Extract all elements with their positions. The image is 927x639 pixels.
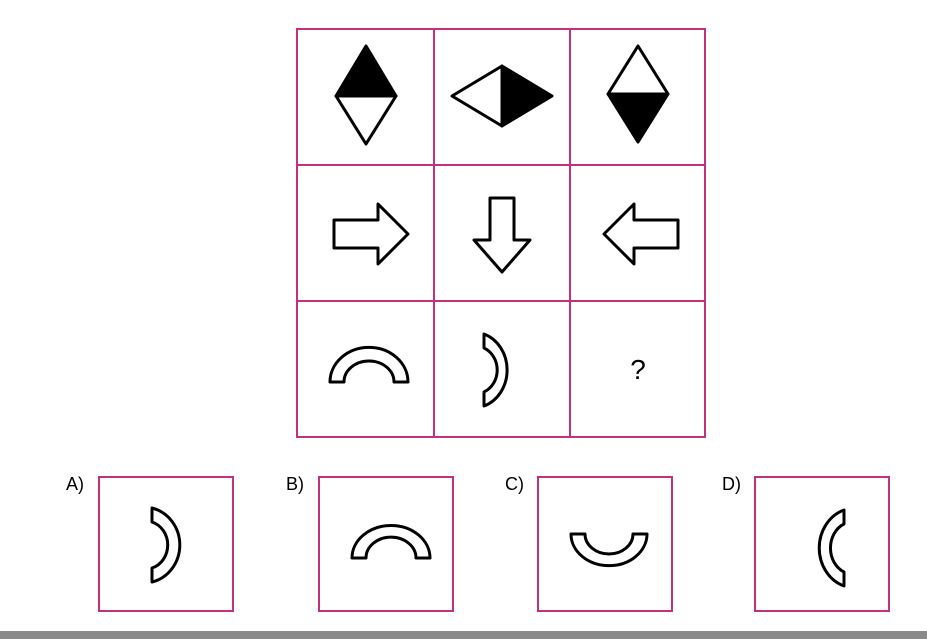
- grid-cell-r1c3: [570, 30, 706, 166]
- half-ring-right-icon: [150, 506, 182, 584]
- half-ring-left-icon: [817, 508, 846, 588]
- option-b-box[interactable]: [318, 476, 454, 612]
- question-mark: ?: [630, 354, 646, 385]
- grid-divider: [298, 300, 704, 302]
- grid-cell-r2c2: [434, 166, 570, 302]
- grid-divider: [569, 30, 571, 436]
- option-d-label: D): [722, 474, 741, 494]
- grid-cell-r1c2: [434, 30, 570, 166]
- option-a-label: A): [66, 474, 84, 494]
- arrow-down-icon: [472, 196, 532, 274]
- grid-cell-r3c3-missing: ?: [570, 302, 706, 438]
- grid-divider: [433, 30, 435, 436]
- half-ring-right-icon: [482, 332, 509, 408]
- grid-cell-r3c2: [434, 302, 570, 438]
- option-c-box[interactable]: [537, 476, 673, 612]
- option-b-label: B): [286, 474, 304, 494]
- option-d-box[interactable]: [754, 476, 890, 612]
- grid-cell-r2c3: [570, 166, 706, 302]
- option-c-label: C): [505, 474, 524, 494]
- diamond-right-filled-icon: [450, 64, 554, 128]
- grid-cell-r3c1: [298, 302, 434, 438]
- half-ring-up-icon: [328, 345, 410, 384]
- diamond-top-filled-icon: [334, 44, 398, 146]
- half-ring-up-icon: [350, 524, 432, 560]
- grid-divider: [298, 164, 704, 166]
- half-ring-down-icon: [569, 532, 649, 568]
- arrow-right-icon: [332, 202, 410, 266]
- grid-cell-r2c1: [298, 166, 434, 302]
- arrow-left-icon: [602, 202, 680, 266]
- puzzle-grid: ?: [296, 28, 706, 438]
- diamond-bottom-filled-icon: [606, 44, 670, 144]
- option-a-box[interactable]: [98, 476, 234, 612]
- grid-cell-r1c1: [298, 30, 434, 166]
- bottom-bar: [0, 631, 927, 639]
